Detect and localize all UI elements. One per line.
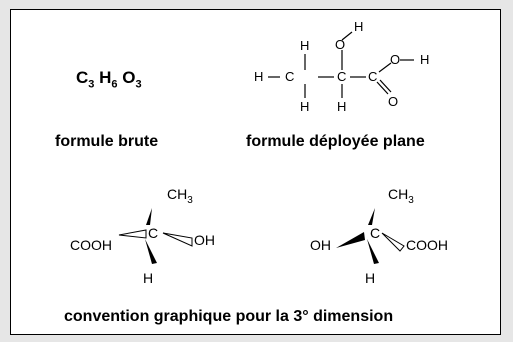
caption-molecular-formula: formule brute: [55, 133, 159, 150]
atom-o-hydroxyl: O: [335, 37, 345, 52]
stereo-left-oh: OH: [194, 232, 215, 248]
stereo-right-h: H: [365, 270, 375, 286]
stereo-left-ch3: CH3: [167, 186, 193, 206]
stereo-left-cooh: COOH: [70, 237, 112, 253]
molecular-formula: C3 H6 O3: [76, 68, 142, 91]
stereo-right-cooh: COOH: [406, 237, 448, 253]
atom-h-acid: H: [420, 52, 429, 67]
atom-h-top-c1: H: [300, 38, 309, 53]
atom-h-hydroxyl: H: [354, 19, 363, 34]
atom-h-bottom-c1: H: [300, 99, 309, 114]
diagram-frame: [10, 9, 501, 335]
atom-h-bottom-c2: H: [337, 99, 346, 114]
stereo-left-center-c: C: [148, 225, 158, 241]
stereo-right-oh: OH: [310, 237, 331, 253]
atom-c3: C: [368, 69, 377, 84]
caption-3d-convention: convention graphique pour la 3° dimensio…: [64, 308, 394, 325]
stereo-right-center-c: C: [370, 225, 380, 241]
atom-h-left: H: [254, 69, 263, 84]
atom-c2: C: [337, 69, 346, 84]
atom-o-acid: O: [390, 52, 400, 67]
atom-c1: C: [285, 69, 294, 84]
stereo-right-ch3: CH3: [388, 186, 414, 206]
caption-developed-formula: formule déployée plane: [246, 133, 425, 150]
stereo-left-h: H: [143, 270, 153, 286]
atom-o-carbonyl: O: [388, 94, 398, 109]
